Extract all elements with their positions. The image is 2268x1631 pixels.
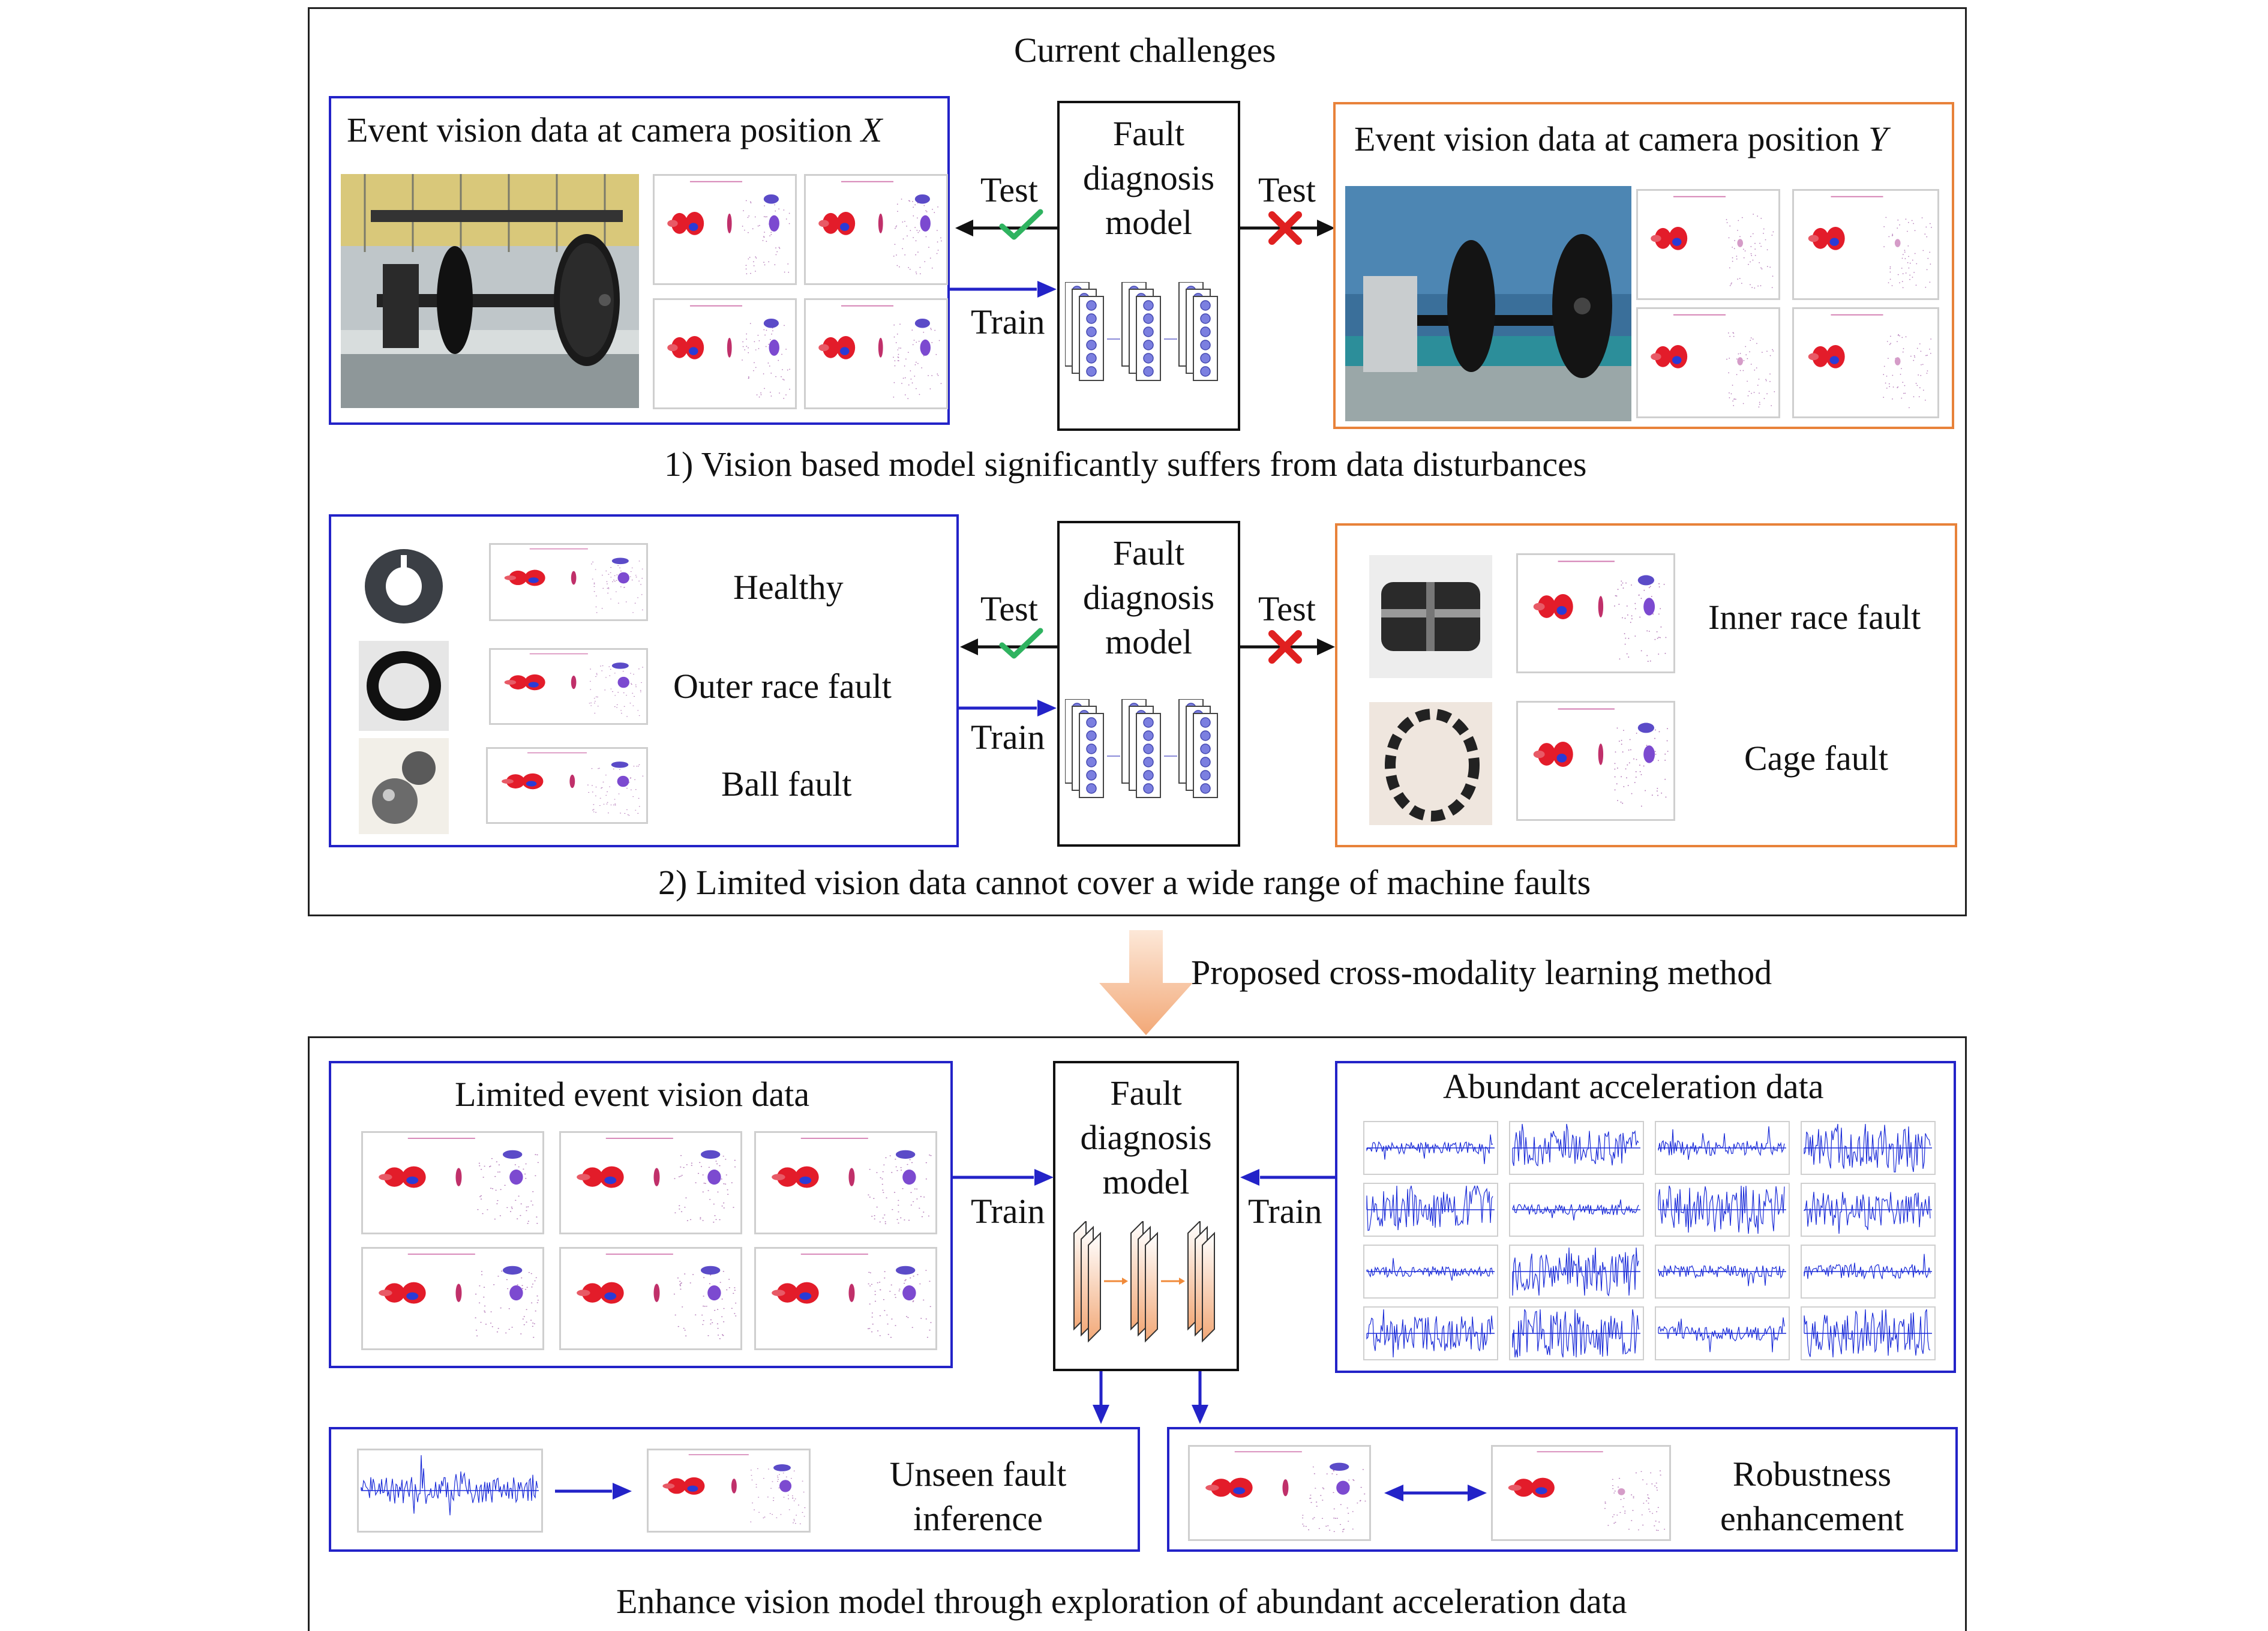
transition-arrow [1099,930,1193,1035]
down-arrow-robust [1192,1371,1208,1424]
event-frame-robust-y [1491,1445,1671,1541]
label-ball-fault: Ball fault [721,764,852,803]
cross-icon-1 [1268,211,1302,245]
event-frame-cage [1516,701,1675,821]
event-frame-y4 [1792,307,1939,418]
row2-test-left-arrow [960,638,1057,655]
event-frame-x2 [804,174,948,285]
event-frame-inferred [647,1449,811,1533]
bottom-train-left-label: Train [971,1192,1045,1231]
event-frame-inner-race [1516,553,1675,673]
neural-network-icon-2 [1065,699,1218,798]
acceleration-signal-thumbnail [1363,1245,1498,1299]
test-rig-photo-x [341,174,639,408]
inference-arrow [555,1483,632,1500]
row2-caption: 2) Limited vision data cannot cover a wi… [658,863,1591,902]
acceleration-signal-thumbnail [1363,1306,1498,1360]
acceleration-signal-thumbnail [1509,1183,1644,1237]
cross-icon-2 [1268,630,1302,664]
check-icon-2 [999,628,1043,659]
label-healthy: Healthy [733,568,844,607]
event-frame-outer-race [489,648,648,725]
bearing-cage-icon [1369,702,1492,825]
acceleration-signal-thumbnail [1509,1121,1644,1175]
event-frame-x4 [804,298,948,409]
event-frame-healthy [489,543,648,621]
bottom-caption: Enhance vision model through exploration… [616,1582,1627,1621]
neural-network-icon-1 [1065,282,1218,381]
event-frame-b2 [559,1131,742,1234]
position-x-title: Event vision data at camera position X [347,110,883,149]
bottom-train-right-arrow [1240,1169,1338,1186]
acceleration-signal-thumbnail [1509,1245,1644,1299]
event-frame-b4 [361,1247,544,1350]
event-frame-y1 [1636,189,1780,300]
row2-train-label: Train [971,718,1045,757]
position-y-title: Event vision data at camera position Y [1354,119,1888,158]
acceleration-signal-thumbnail [1655,1183,1790,1237]
method-frame [308,1036,1967,1631]
acceleration-signal-thumbnail [1801,1306,1936,1360]
challenges-title: Current challenges [1014,31,1276,70]
acceleration-signal-thumbnail [1801,1121,1936,1175]
acceleration-signal-grid [1363,1121,1939,1361]
row2-test-left-label: Test [980,589,1038,628]
check-icon-1 [999,209,1043,240]
row1-test-left-arrow [955,220,1057,236]
cnn-icon [1073,1221,1215,1343]
row1-test-right-label: Test [1258,170,1316,209]
bearing-outer-race-icon [359,641,449,731]
abundant-acceleration-title: Abundant acceleration data [1443,1067,1824,1106]
label-inner-race-fault: Inner race fault [1708,598,1921,637]
down-arrow-unseen [1093,1371,1109,1424]
row1-test-right-arrow [1240,220,1335,236]
row1-train-label: Train [971,302,1045,341]
event-frame-x1 [653,174,797,285]
bearing-inner-race-icon [1369,555,1492,678]
bearing-ball-icon [359,738,449,834]
row1-train-arrow [950,281,1057,298]
label-cage-fault: Cage fault [1744,739,1888,778]
challenges-frame [308,7,1967,916]
acceleration-signal-thumbnail [1655,1306,1790,1360]
bottom-train-left-arrow [953,1169,1054,1186]
event-frame-b5 [559,1247,742,1350]
transition-label: Proposed cross-modality learning method [1191,953,1772,992]
row1-test-left-label: Test [980,170,1038,209]
acceleration-signal-thumbnail [1801,1245,1936,1299]
event-frame-b6 [754,1247,937,1350]
row1-caption: 1) Vision based model significantly suff… [664,445,1587,484]
acceleration-signal-thumbnail [1801,1183,1936,1237]
bearing-healthy-icon [365,549,443,623]
event-frame-b1 [361,1131,544,1234]
bottom-train-right-label: Train [1248,1192,1322,1231]
acceleration-signal-thumbnail [1655,1245,1790,1299]
acceleration-signal-thumbnail [1509,1306,1644,1360]
test-rig-photo-y [1345,186,1631,421]
acceleration-signal-input [357,1449,543,1533]
event-frame-ball [486,747,648,824]
acceleration-signal-thumbnail [1655,1121,1790,1175]
limited-vision-title: Limited event vision data [455,1075,810,1114]
acceleration-signal-thumbnail [1363,1183,1498,1237]
event-frame-y2 [1792,189,1939,300]
robust-double-arrow [1384,1485,1487,1501]
row2-test-right-arrow [1240,638,1335,655]
row2-train-arrow [959,700,1057,716]
event-frame-x3 [653,298,797,409]
event-frame-robust-x [1188,1445,1371,1541]
acceleration-signal-thumbnail [1363,1121,1498,1175]
event-frame-b3 [754,1131,937,1234]
event-frame-y3 [1636,307,1780,418]
row2-test-right-label: Test [1258,589,1316,628]
label-outer-race-fault: Outer race fault [673,667,892,706]
